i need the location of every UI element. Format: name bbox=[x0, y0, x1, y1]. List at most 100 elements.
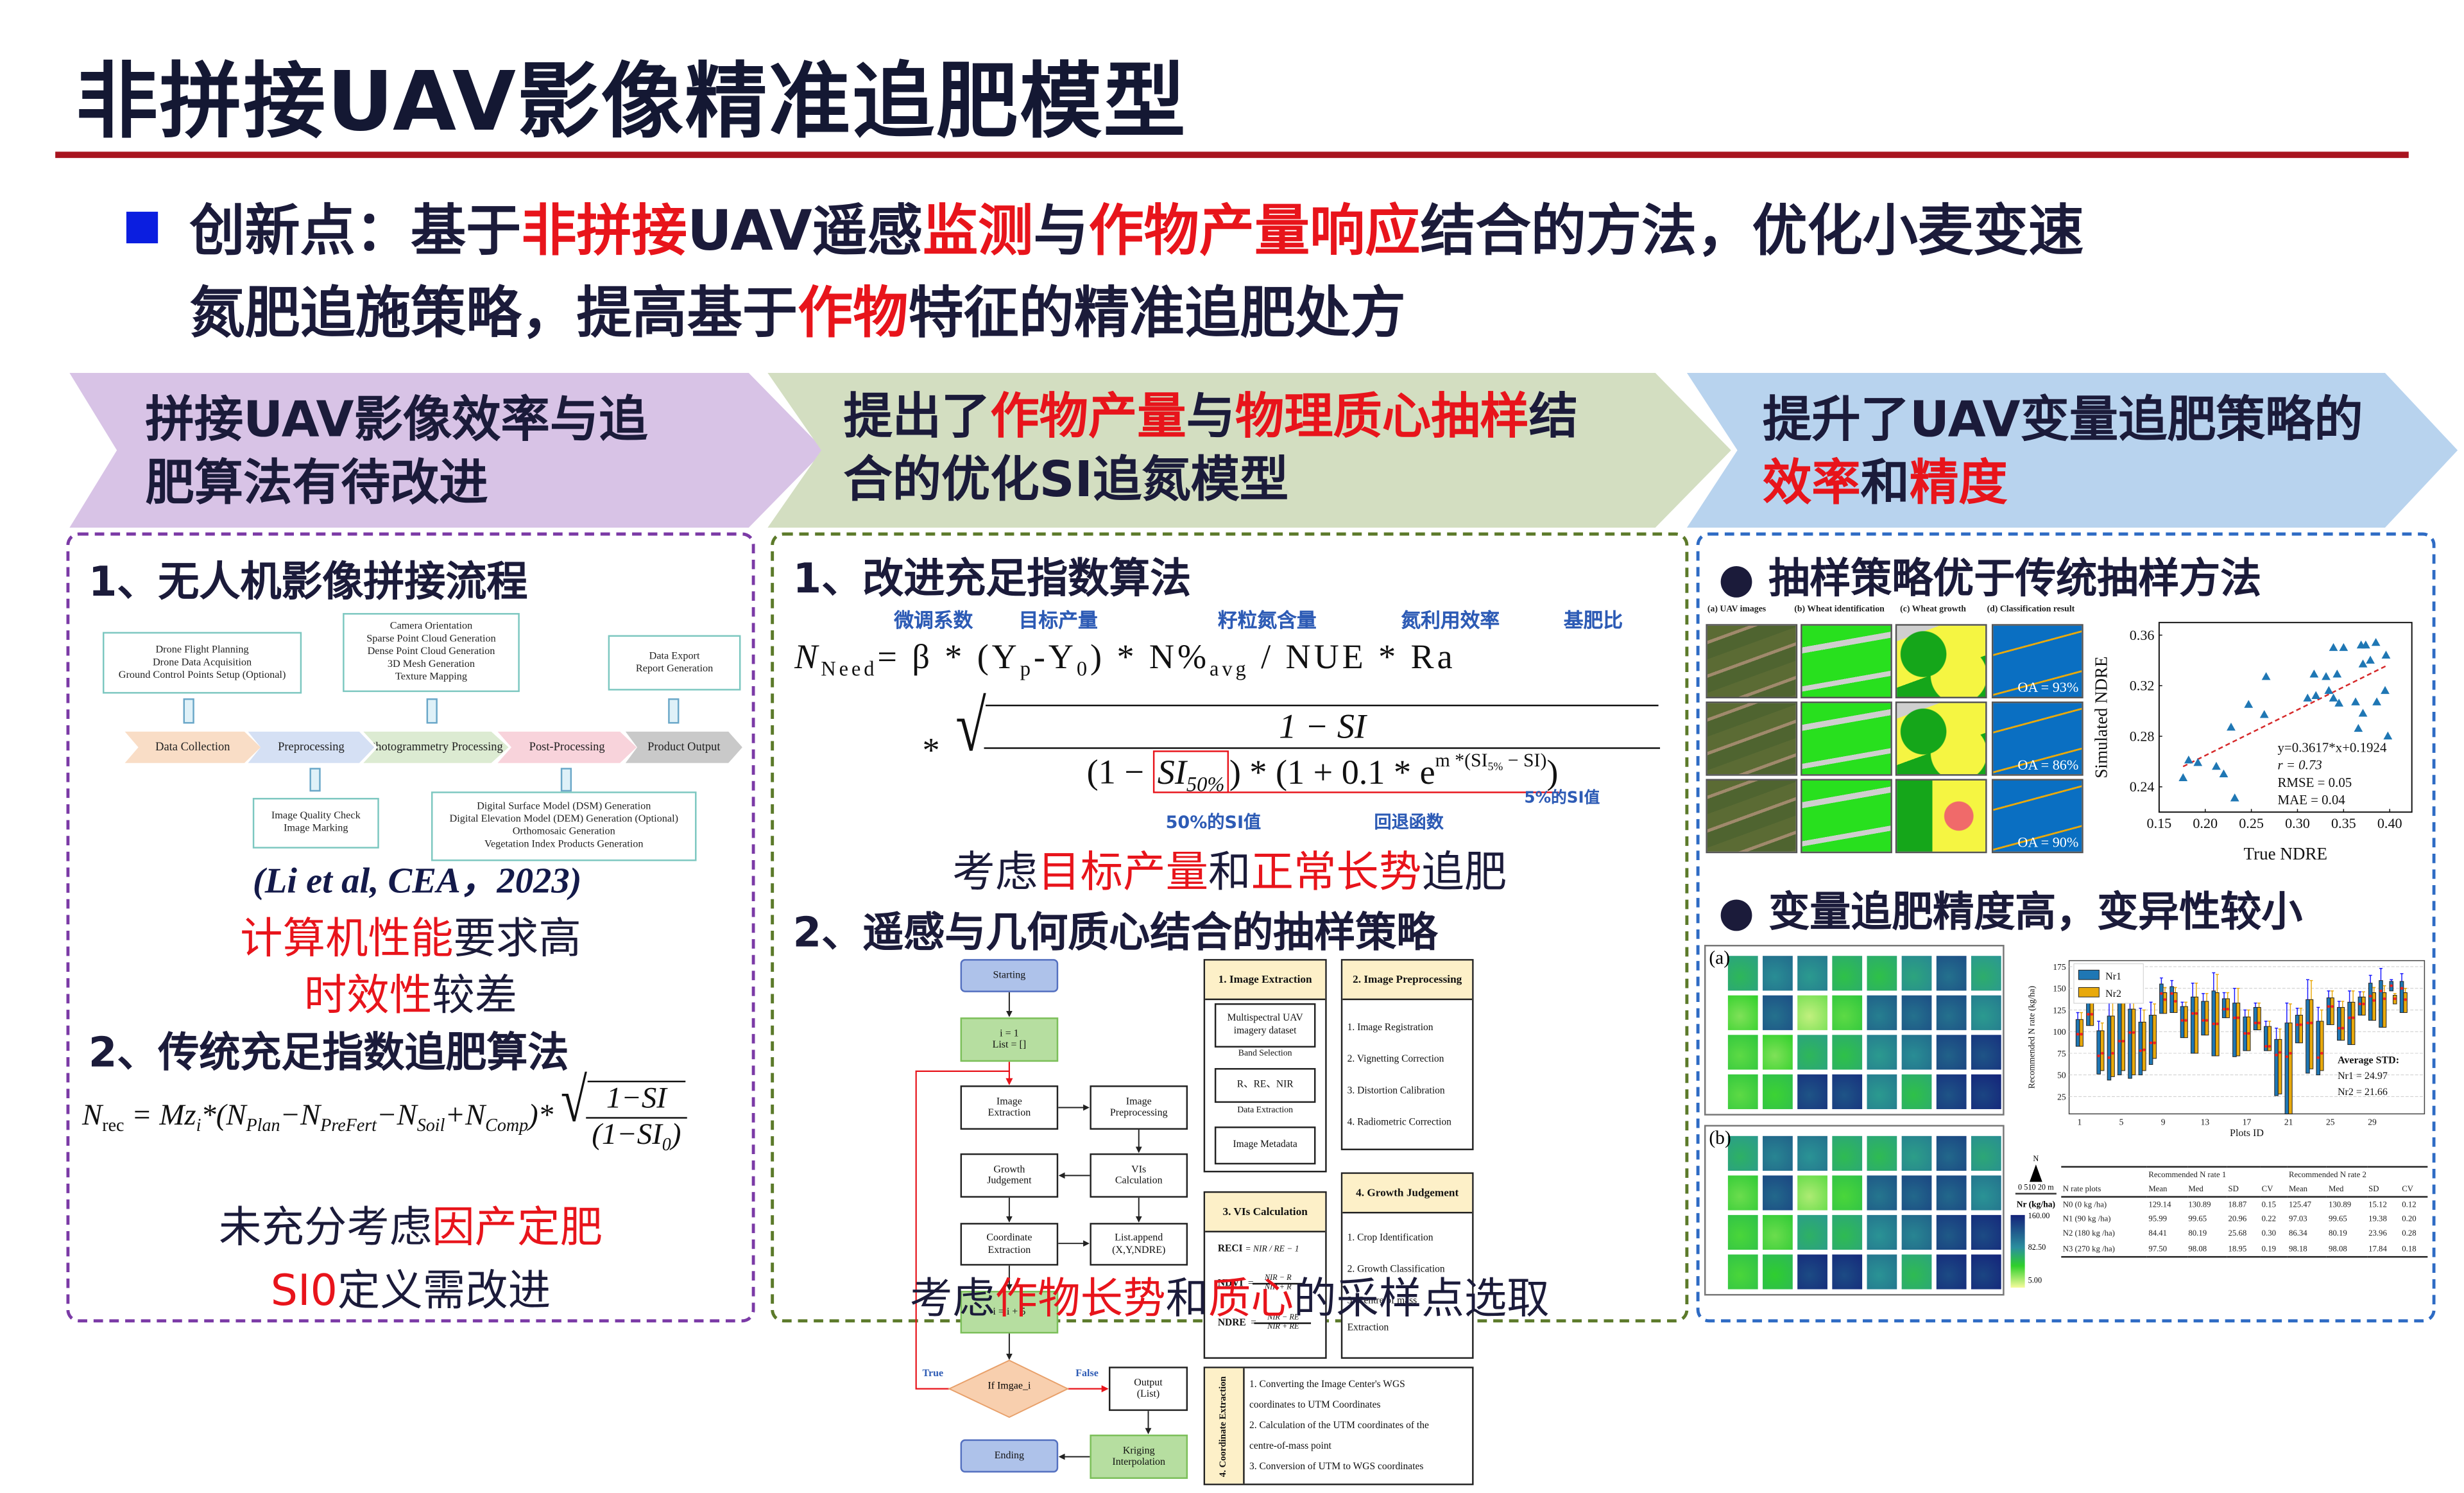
t: = Mz bbox=[132, 1099, 196, 1133]
plot-cell bbox=[1797, 956, 1827, 991]
data-point bbox=[2371, 637, 2381, 646]
plot-cell bbox=[1936, 1035, 1967, 1070]
band-selection-label: Band Selection bbox=[1238, 1049, 1292, 1059]
legend-label: Nr2 bbox=[2105, 988, 2121, 999]
t: coordinates to UTM Coordinates bbox=[1249, 1399, 1381, 1411]
nr2-box bbox=[2204, 1001, 2209, 1036]
x-tick-label: 0.15 bbox=[2146, 815, 2171, 831]
table-vis-calculation: 3. VIs Calculation RECI = NIR / RE − 1 N… bbox=[1203, 1191, 1327, 1359]
legend-swatch bbox=[2078, 987, 2100, 997]
slide: 非拼接UAV影像精准追肥模型 创新点：基于非拼接UAV遥感监测与作物产量响应结合… bbox=[55, 55, 2458, 1485]
flow-output: Output(List) bbox=[1108, 1367, 1188, 1411]
table-cell: 0.18 bbox=[2402, 1244, 2417, 1254]
column-header: Med bbox=[2188, 1184, 2203, 1195]
highlight: 时效性 bbox=[304, 971, 432, 1021]
t: PreFert bbox=[320, 1116, 377, 1136]
nr1-box bbox=[2284, 1023, 2289, 1114]
plot-cell bbox=[1936, 1074, 1967, 1109]
plot-cell bbox=[1727, 1074, 1758, 1109]
t: = β * (Y bbox=[877, 636, 1020, 677]
t: Image bbox=[1125, 1096, 1152, 1107]
nr1-box bbox=[2169, 986, 2174, 1014]
text: 较差 bbox=[432, 971, 518, 1021]
image-header-classification: (d) Classification result bbox=[1987, 605, 2075, 615]
innovation-line-1: 创新点：基于非拼接UAV遥感监测与作物产量响应结合的方法，优化小麦变速 bbox=[189, 186, 2083, 267]
plot-cell bbox=[1901, 1214, 1932, 1250]
nr2-box bbox=[2372, 992, 2376, 1021]
plot-cell bbox=[1867, 1135, 1897, 1171]
x-tick-label: 29 bbox=[2368, 1118, 2377, 1127]
data-point bbox=[2324, 686, 2334, 695]
flow-increment: i = i + 5 bbox=[960, 1291, 1059, 1334]
plot-cell bbox=[1797, 995, 1827, 1030]
plot-cell bbox=[1971, 1214, 2001, 1250]
mean-marker bbox=[2180, 1019, 2184, 1022]
fit-line bbox=[2182, 664, 2388, 768]
t: Kriging bbox=[1122, 1445, 1155, 1456]
mean-marker bbox=[2247, 1031, 2250, 1035]
chevron-shape bbox=[767, 372, 1731, 528]
plot-cell bbox=[1727, 956, 1758, 991]
data-point bbox=[2339, 643, 2348, 652]
highlight: 质心 bbox=[1208, 1275, 1294, 1324]
t: (1−SI bbox=[592, 1118, 662, 1152]
arrow-down-icon bbox=[309, 768, 321, 792]
t: NIR − RE bbox=[1254, 1315, 1312, 1324]
wheat-growth-image bbox=[1895, 779, 1987, 854]
t: (1 − bbox=[1086, 752, 1153, 791]
arrow-up-icon bbox=[183, 698, 194, 724]
reci-formula: RECI = NIR / RE − 1 bbox=[1218, 1243, 1299, 1254]
plot-cell bbox=[1797, 1074, 1827, 1109]
label-target-yield: 目标产量 bbox=[1018, 608, 1098, 632]
plot-cell bbox=[1936, 995, 1967, 1030]
banner-left-line2: 肥算法有待改进 bbox=[145, 454, 488, 512]
text: 的采样点选取 bbox=[1293, 1275, 1550, 1324]
stage-data-collection: Data Collection bbox=[124, 731, 261, 763]
table-title: 4. Growth Judgement bbox=[1342, 1173, 1473, 1214]
table-cell: 0.22 bbox=[2261, 1215, 2277, 1225]
nr1-box bbox=[2326, 997, 2331, 1025]
banner-middle-line1: 提出了作物产量与物理质心抽样结 bbox=[843, 386, 1578, 449]
mean-marker bbox=[2390, 984, 2393, 987]
banner-left-line1: 拼接UAV影像效率与追 bbox=[145, 392, 648, 449]
mean-marker bbox=[2316, 1056, 2320, 1059]
t: Image bbox=[996, 1096, 1022, 1107]
classification-image: OA = 86% bbox=[1991, 701, 2083, 776]
y-tick-label: 125 bbox=[2053, 1005, 2066, 1015]
t: 2. Vignetting Correction bbox=[1347, 1053, 1444, 1066]
t: 2. Growth Classification bbox=[1347, 1264, 1445, 1275]
t: 1 − SI bbox=[984, 706, 1661, 749]
nr1-box bbox=[2295, 1015, 2300, 1044]
t: Calculation bbox=[1115, 1175, 1163, 1187]
column-header: Mean bbox=[2148, 1184, 2168, 1195]
nr1-box bbox=[2159, 983, 2164, 1014]
nr2-box bbox=[2162, 992, 2168, 1014]
text: Sparse Point Cloud Generation bbox=[366, 634, 496, 645]
t: -Y bbox=[1033, 636, 1077, 677]
text: Report Generation bbox=[635, 662, 714, 674]
data-point bbox=[2361, 640, 2370, 649]
std-annotation: Nr1 = 24.97 bbox=[2338, 1071, 2388, 1082]
wheat-identification-image bbox=[1801, 701, 1892, 776]
note-si50: 50%的SI值 bbox=[1165, 812, 1262, 833]
std-annotation: Nr2 = 21.66 bbox=[2338, 1087, 2388, 1098]
mean-marker bbox=[2132, 1031, 2135, 1034]
citation: (Li et al, CEA，2023) bbox=[252, 861, 582, 901]
t: Need bbox=[821, 657, 878, 680]
text: Digital Surface Model (DSM) Generation bbox=[477, 800, 651, 813]
middle-summary-2: 考虑作物长势和质心的采样点选取 bbox=[771, 1264, 1688, 1325]
text: 氮肥追施策略，提高基于 bbox=[189, 282, 798, 347]
t: 1−SI bbox=[585, 1082, 688, 1119]
text: 未充分考虑 bbox=[218, 1204, 432, 1253]
exponent: m *(SI5% − SI) bbox=[1435, 749, 1547, 773]
text: Texture Mapping bbox=[395, 671, 467, 683]
table-cell: 99.65 bbox=[2188, 1215, 2207, 1225]
banner-right-line1: 提升了UAV变量追肥策略的 bbox=[1763, 392, 2363, 449]
t: i bbox=[196, 1116, 201, 1136]
data-point bbox=[2351, 697, 2360, 705]
mean-marker bbox=[2076, 1033, 2080, 1036]
stage-product-output: Product Output bbox=[625, 731, 742, 763]
data-point bbox=[2230, 793, 2239, 802]
flow-end: Ending bbox=[960, 1439, 1059, 1473]
